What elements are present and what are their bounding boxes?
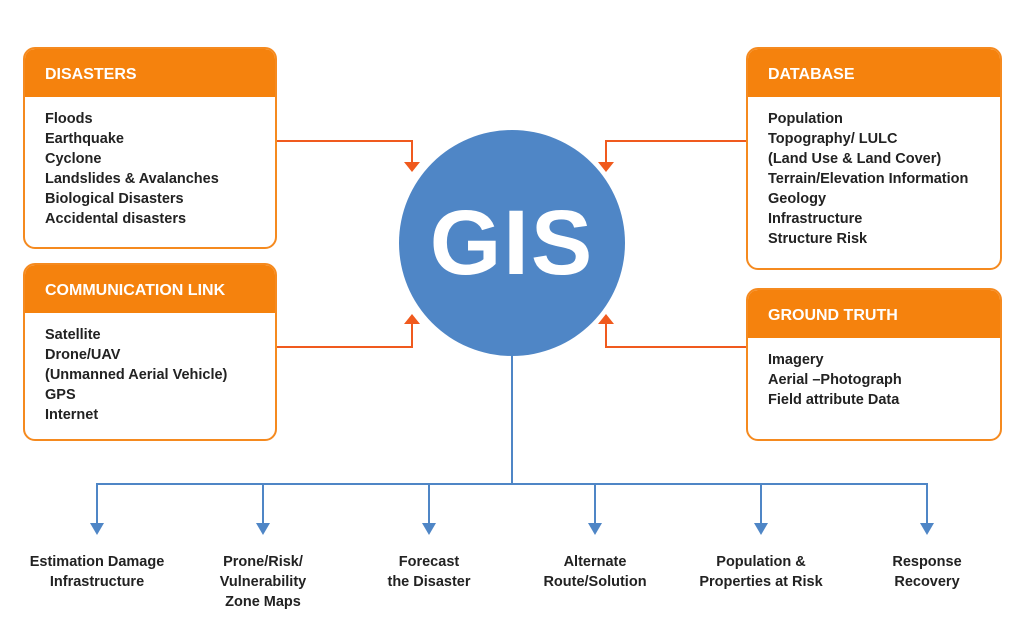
output-label-line: Alternate [563, 554, 627, 570]
output-label-line: Zone Maps [225, 594, 301, 610]
list-item: (Unmanned Aerial Vehicle) [45, 367, 228, 383]
arrow-ground-truth [605, 321, 746, 348]
output-label-line: Vulnerability [219, 574, 307, 590]
list-item: Imagery [768, 352, 824, 368]
list-item: Satellite [45, 327, 101, 343]
output-label-line: Population & [716, 554, 806, 570]
arrow-down-icon [588, 523, 602, 535]
output-label: Forecast the Disaster [344, 552, 514, 592]
list-item: Field attribute Data [768, 392, 900, 408]
list-item: Landslides & Avalanches [45, 171, 219, 187]
list-item: Structure Risk [768, 231, 868, 247]
list-item: (Land Use & Land Cover) [768, 151, 942, 167]
output-label-line: Response [892, 554, 962, 570]
list-item: Earthquake [45, 131, 124, 147]
output-label-line: Prone/Risk/ [223, 554, 303, 570]
panel-title: COMMUNICATION LINK [25, 265, 275, 313]
list-item: Biological Disasters [45, 191, 184, 207]
arrow-down-icon [422, 523, 436, 535]
list-item: Internet [45, 407, 99, 423]
arrow-disasters [277, 140, 413, 165]
list-item: Geology [768, 191, 827, 207]
arrow-down-icon [90, 523, 104, 535]
list-item: Floods [45, 111, 93, 127]
output-label-line: Properties at Risk [699, 574, 823, 590]
arrow-down-icon [920, 523, 934, 535]
arrow-communication [277, 321, 413, 348]
list-item: Population [768, 111, 843, 127]
output-tree [96, 356, 928, 485]
panel-title: DATABASE [748, 49, 1000, 97]
output-label-line: Estimation Damage [29, 554, 165, 570]
output-label-line: Recovery [894, 574, 960, 590]
list-item: GPS [45, 387, 76, 403]
list-item: Topography/ LULC [768, 131, 898, 147]
gis-circle: GIS [399, 130, 625, 356]
output-label-line: Route/Solution [543, 574, 647, 590]
panel-title: GROUND TRUTH [748, 290, 1000, 338]
list-item: Drone/UAV [45, 347, 121, 363]
arrow-database [605, 140, 746, 165]
list-item: Terrain/Elevation Information [768, 171, 969, 187]
output-label: Population & Properties at Risk [676, 552, 846, 592]
output-label-line: Forecast [398, 554, 460, 570]
arrow-down-icon [754, 523, 768, 535]
output-label-line: Infrastructure [49, 574, 145, 590]
list-item: Cyclone [45, 151, 102, 167]
panel-title: DISASTERS [25, 49, 275, 97]
list-item: Infrastructure [768, 211, 863, 227]
list-item: Aerial –Photograph [768, 372, 902, 388]
output-label-line: the Disaster [387, 574, 471, 590]
list-item: Accidental disasters [45, 211, 187, 227]
arrow-down-icon [256, 523, 270, 535]
